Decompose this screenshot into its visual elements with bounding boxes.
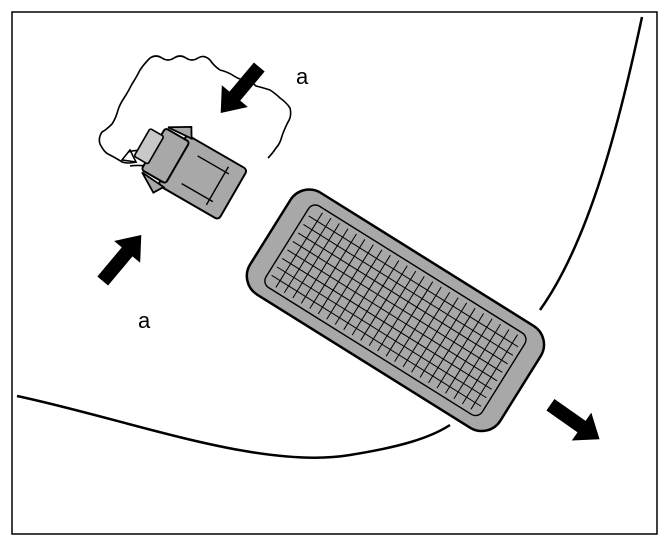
lens-grid-line: [445, 318, 493, 394]
lens-grid-line: [303, 224, 514, 356]
lens-grid-line: [297, 232, 508, 365]
arrow-icon: [97, 235, 142, 286]
lens-grid-line: [402, 292, 451, 368]
arrow-icon: [546, 399, 600, 441]
lens-grid-line: [411, 297, 459, 373]
pull-arrow: [546, 399, 600, 441]
lens-grid-line: [309, 233, 357, 309]
lens-grid-line: [275, 212, 323, 288]
lens-grid-line: [281, 257, 492, 390]
electrical-connector: [133, 125, 248, 220]
lens-grid-line: [308, 215, 519, 348]
lens-grid-line: [317, 239, 366, 315]
press-arrow-bottom: [97, 235, 142, 286]
lens-grid-line: [292, 223, 340, 299]
lens-grid-line: [326, 244, 374, 320]
lens-grid-line: [436, 313, 485, 389]
panel-contour-right: [538, 16, 644, 311]
lens-grid-line: [428, 307, 476, 384]
press-arrow-top: [220, 62, 265, 113]
lens-grid-line: [300, 228, 349, 304]
callout-a-bottom: a: [138, 308, 151, 333]
arrow-icon: [220, 62, 265, 113]
panel-contour-bottom: [16, 394, 451, 459]
lens-grid-line: [394, 286, 442, 362]
lens-grid-lines: [271, 212, 519, 410]
lens-grid-line: [360, 265, 408, 341]
lens-grid-line: [292, 241, 503, 373]
light-housing: [245, 188, 546, 433]
lens-grid-line: [470, 334, 518, 410]
lens-grid-line: [368, 270, 417, 346]
lens-grid-line: [351, 260, 400, 336]
lens-grid-line: [283, 217, 332, 293]
lens-grid-line: [287, 249, 498, 382]
lens-grid-line: [334, 249, 383, 325]
callout-a-top: a: [296, 64, 309, 89]
lens-grid-line: [462, 329, 510, 405]
lens-grid-line: [276, 266, 487, 399]
lens-grid-line: [343, 254, 391, 331]
lens-grid-line: [453, 323, 502, 399]
lens-grid-line: [377, 276, 425, 352]
lens-grid-line: [271, 274, 482, 407]
lens-grid-line: [419, 302, 468, 378]
lens-grid-line: [385, 281, 434, 357]
